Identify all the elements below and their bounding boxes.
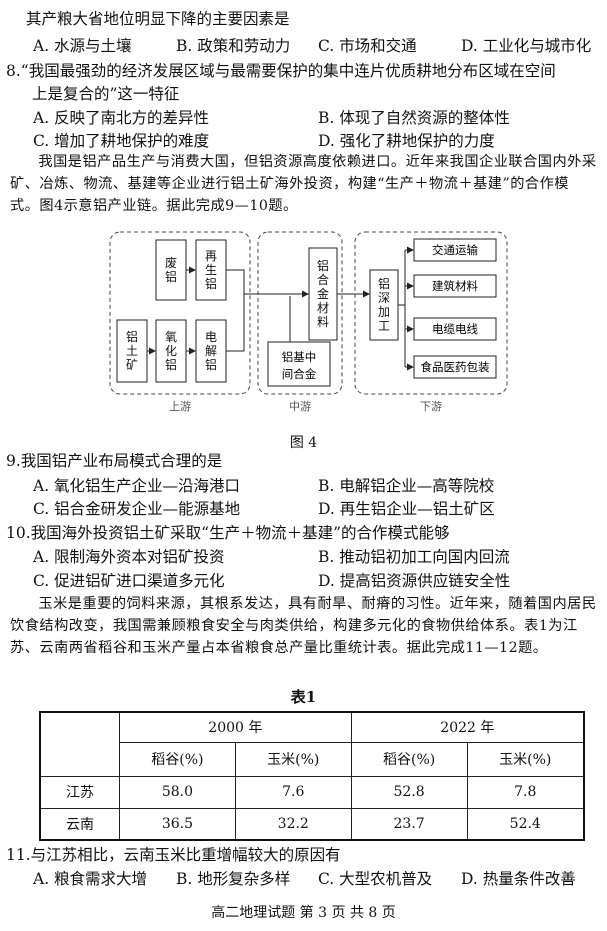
table-row: 云南 36.5 32.2 23.7 52.4	[39, 807, 585, 841]
table-cell: 7.8	[466, 775, 585, 809]
passage-corn: 玉米是重要的饲料来源，其根系发达，具有耐旱、耐瘠的习性。近年来，随着国内居民饮食…	[10, 596, 597, 656]
figure-4-caption: 图 4	[289, 435, 318, 451]
table-1-title: 表1	[290, 688, 317, 706]
label-master-alloy-line2: 间合金	[282, 367, 317, 381]
box-app-transport	[413, 238, 497, 262]
downstream-frame	[354, 231, 508, 395]
q7-option-d: D. 工业化与城市化	[461, 37, 592, 55]
page-footer: 高二地理试题 第 3 页 共 8 页	[211, 905, 396, 921]
label-upstream: 上游	[169, 400, 191, 413]
box-app-cable	[413, 317, 497, 341]
q9-option-b: B. 电解铝企业—高等院校	[318, 477, 495, 495]
table-cell: 23.7	[350, 807, 468, 841]
q7-option-a: A. 水源与土壤	[33, 37, 132, 55]
box-deep-processing	[369, 269, 399, 341]
q8-option-b: B. 体现了自然资源的整体性	[318, 109, 510, 127]
table-1: 2000 年 2022 年 稻谷(%) 玉米(%) 稻谷(%) 玉米(%) 江苏…	[39, 711, 585, 841]
table-cell: 52.4	[466, 807, 585, 841]
q7-stem: 其产粮大省地位明显下降的主要因素是	[26, 10, 290, 28]
table-cell: 52.8	[350, 775, 468, 809]
q8-option-d: D. 强化了耕地保护的力度	[318, 132, 495, 150]
q10-option-b: B. 推动铝初加工向国内回流	[318, 548, 510, 566]
q8-option-c: C. 增加了耕地保护的难度	[33, 132, 210, 150]
q7-option-b: B. 政策和劳动力	[176, 37, 291, 55]
label-app-building: 建筑材料	[432, 279, 478, 293]
table-subheader: 玉米(%)	[234, 741, 352, 777]
box-app-building	[413, 274, 497, 298]
box-alumina	[155, 319, 187, 383]
q8-stem-line1: 8.“我国最强劲的经济发展区域与最需要保护的集中连片优质耕地分布区域在空间	[6, 62, 556, 80]
q7-option-c: C. 市场和交通	[318, 37, 417, 55]
table-row: 江苏 58.0 7.6 52.8 7.8	[39, 775, 585, 809]
table-cell: 36.5	[119, 807, 236, 841]
midstream-frame	[257, 231, 343, 395]
q11-option-d: D. 热量条件改善	[461, 870, 576, 888]
table-row-province: 江苏	[39, 775, 120, 809]
q10-stem: 10.我国海外投资铝土矿采取“生产＋物流＋基建”的合作模式能够	[6, 524, 450, 542]
table-corner-cell	[39, 711, 120, 777]
q9-option-c: C. 铝合金研发企业—能源基地	[33, 500, 241, 518]
q8-stem-line2: 上是复合的”这一特征	[32, 85, 180, 103]
q11-option-a: A. 粮食需求大增	[33, 870, 148, 888]
label-app-packaging: 食品医药包装	[421, 360, 490, 374]
q10-option-a: A. 限制海外资本对铝矿投资	[33, 548, 225, 566]
q8-option-a: A. 反映了南北方的差异性	[33, 109, 210, 127]
q9-stem: 9.我国铝产业布局模式合理的是	[6, 452, 223, 470]
q11-option-b: B. 地形复杂多样	[176, 870, 291, 888]
upstream-frame	[109, 231, 251, 395]
label-electrolytic-al: 电解铝	[205, 330, 217, 372]
label-recycled-al: 再生铝	[205, 249, 217, 291]
label-deep-processing: 铝深加工	[378, 276, 390, 333]
label-waste-al: 废铝	[165, 255, 177, 284]
passage-aluminum: 我国是铝产品生产与消费大国，但铝资源高度依赖进口。近年来我国企业联合国内外采矿、…	[10, 154, 597, 214]
q9-option-d: D. 再生铝企业—铝土矿区	[318, 500, 495, 518]
table-subheader: 玉米(%)	[466, 741, 585, 777]
label-bauxite: 铝土矿	[126, 329, 138, 372]
q9-option-a: A. 氧化铝生产企业—沿海港口	[33, 477, 241, 495]
box-bauxite	[116, 319, 148, 383]
table-header-year-2022: 2022 年	[350, 711, 585, 743]
label-midstream: 中游	[289, 400, 311, 413]
label-master-alloy-line1: 铝基中	[282, 350, 317, 364]
box-app-packaging	[413, 355, 497, 379]
box-electrolytic-al	[195, 319, 227, 383]
table-cell: 7.6	[234, 775, 352, 809]
table-subheader: 稻谷(%)	[350, 741, 468, 777]
table-cell: 58.0	[119, 775, 236, 809]
table-subheader: 稻谷(%)	[119, 741, 236, 777]
label-alumina: 氧化铝	[165, 330, 177, 372]
label-al-alloy-material: 铝合金材料	[317, 258, 329, 329]
q10-option-c: C. 促进铝矿进口渠道多元化	[33, 572, 225, 590]
table-row-province: 云南	[39, 807, 120, 841]
q10-option-d: D. 提高铝资源供应链安全性	[318, 572, 511, 590]
q11-option-c: C. 大型农机普及	[318, 870, 433, 888]
table-cell: 32.2	[234, 807, 352, 841]
label-app-cable: 电缆电线	[432, 322, 478, 336]
label-app-transport: 交通运输	[432, 243, 478, 257]
box-al-master-alloy	[267, 341, 331, 387]
table-header-year-2000: 2000 年	[119, 711, 352, 743]
connector-upstream	[226, 269, 245, 352]
label-downstream: 下游	[420, 400, 442, 413]
q11-stem: 11.与江苏相比，云南玉米比重增幅较大的原因有	[6, 846, 341, 864]
